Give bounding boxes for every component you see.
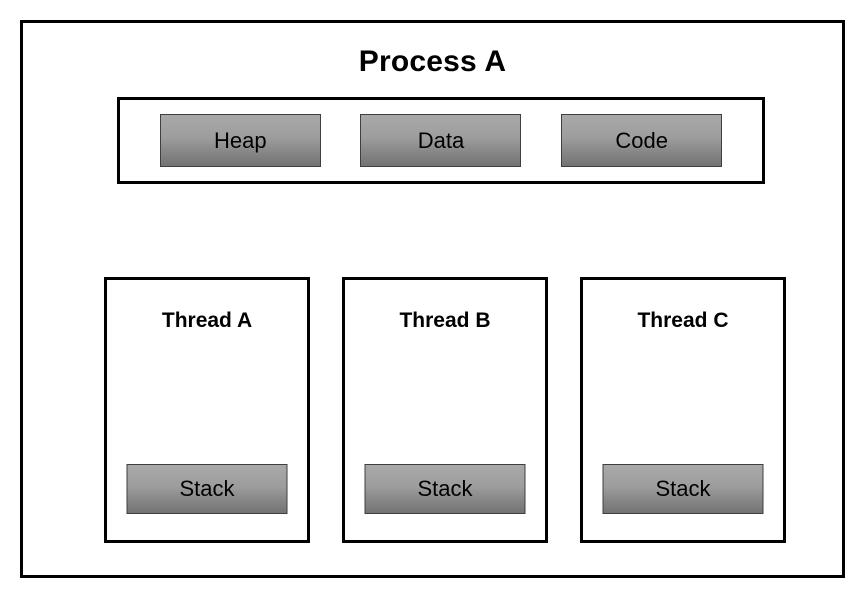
thread-c-stack-label: Stack xyxy=(655,476,711,501)
thread-b-stack-label: Stack xyxy=(417,476,473,501)
thread-a-stack: Stack xyxy=(126,464,288,514)
thread-b-stack: Stack xyxy=(364,464,526,514)
thread-c-label: Thread C xyxy=(637,309,729,332)
thread-box-b: Thread B Stack xyxy=(342,277,548,543)
memory-segment-code: Code xyxy=(561,114,723,167)
page-title: Process A xyxy=(358,45,507,78)
memory-segment-heap-label: Heap xyxy=(214,127,267,153)
thread-b-label: Thread B xyxy=(399,309,491,332)
threads-row: Thread A Stack Thread B Stack Thread C S… xyxy=(104,277,788,543)
memory-segment-heap: Heap xyxy=(159,114,321,167)
thread-box-c: Thread C Stack xyxy=(580,277,786,543)
memory-segment-data: Data xyxy=(360,114,522,167)
shared-memory-region: Heap Data Code xyxy=(117,97,765,184)
thread-a-label: Thread A xyxy=(161,309,253,332)
thread-a-stack-label: Stack xyxy=(179,476,235,501)
thread-c-stack: Stack xyxy=(602,464,764,514)
memory-segment-row: Heap Data Code xyxy=(120,100,762,181)
memory-segment-data-label: Data xyxy=(417,127,465,153)
memory-segment-code-label: Code xyxy=(615,127,668,153)
thread-box-a: Thread A Stack xyxy=(104,277,310,543)
process-frame: Process A Heap Data Code Thread A Stack xyxy=(20,20,845,578)
